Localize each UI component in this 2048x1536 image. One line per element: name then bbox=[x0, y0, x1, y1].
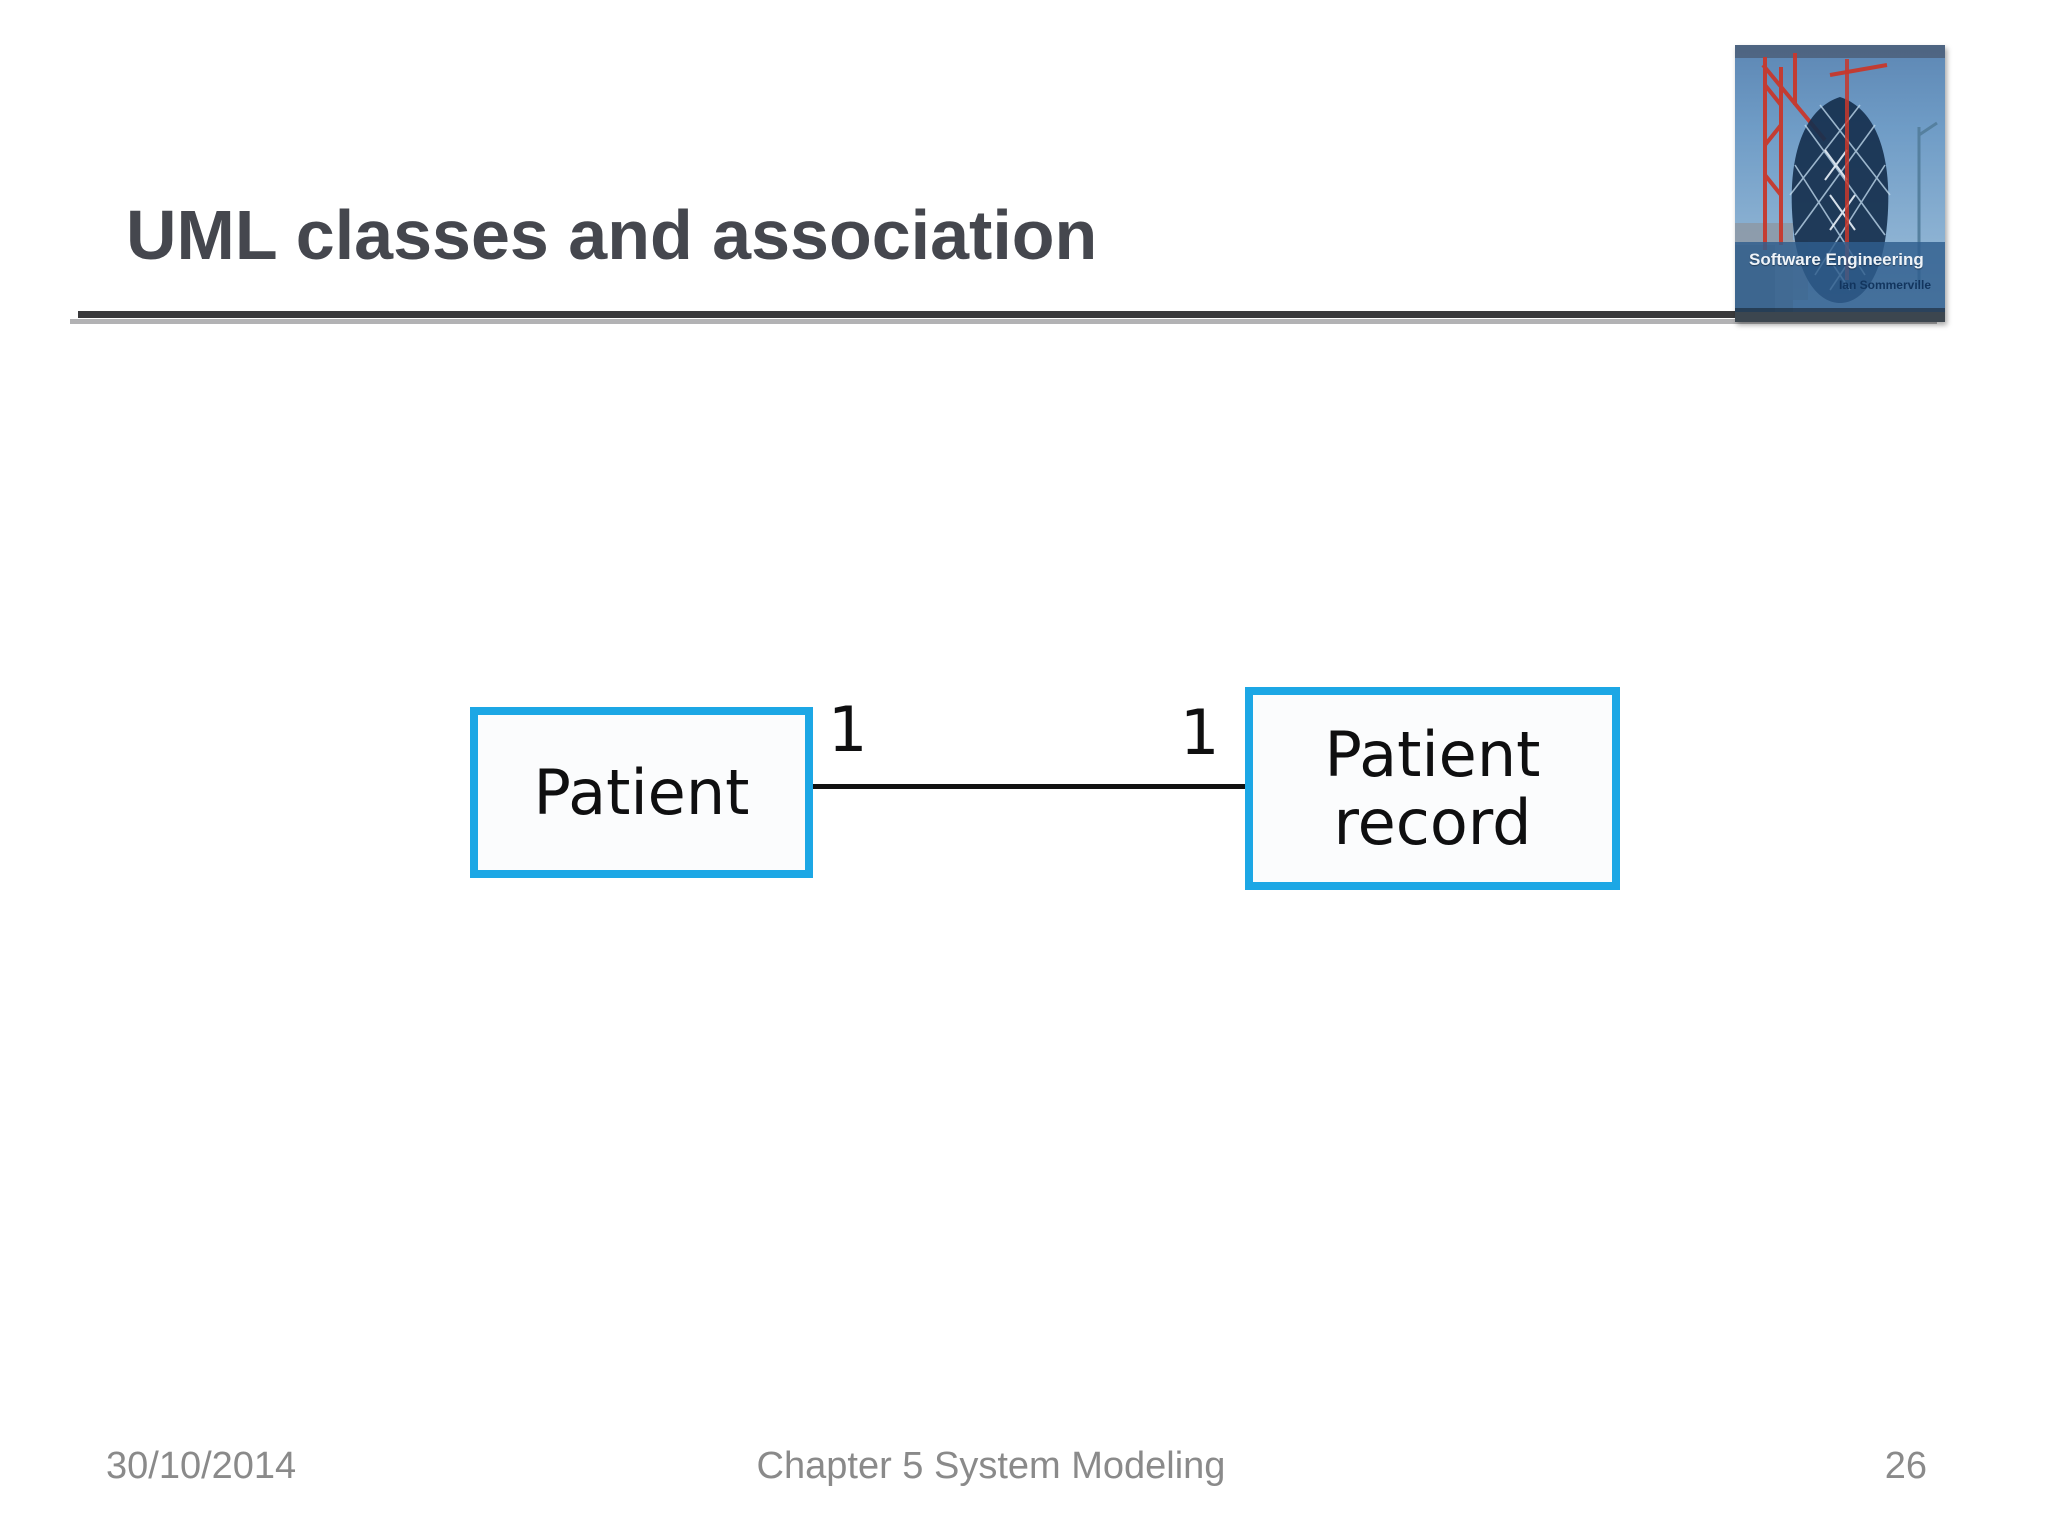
title-underline-shadow bbox=[70, 319, 1937, 324]
red-cranes-icon bbox=[1761, 53, 1888, 250]
class-name-patient-record-line1: Patient bbox=[1324, 717, 1541, 791]
class-box-patient: Patient bbox=[470, 707, 813, 878]
class-box-patient-record: Patient record bbox=[1245, 687, 1620, 890]
slide-title: UML classes and association bbox=[126, 195, 1098, 274]
footer-date: 30/10/2014 bbox=[106, 1445, 297, 1487]
multiplicity-patient-end: 1 bbox=[828, 693, 868, 766]
cover-title-band: Software Engineering Ian Sommerville bbox=[1735, 242, 1945, 312]
book-author: Ian Sommerville bbox=[1838, 278, 1931, 292]
title-underline bbox=[78, 311, 1945, 318]
association-line bbox=[813, 784, 1245, 789]
multiplicity-record-end: 1 bbox=[1180, 696, 1220, 769]
book-title: Software Engineering bbox=[1749, 250, 1924, 269]
cover-bottom-strip bbox=[1735, 312, 1945, 322]
footer-chapter: Chapter 5 System Modeling bbox=[756, 1445, 1226, 1487]
class-name-patient: Patient bbox=[533, 756, 750, 829]
book-cover-logo: Software Engineering Ian Sommerville bbox=[1735, 45, 1945, 322]
class-name-patient-record-line2: record bbox=[1333, 785, 1532, 859]
cover-sky-strip bbox=[1735, 45, 1945, 58]
footer-page-number: 26 bbox=[1884, 1445, 1927, 1487]
